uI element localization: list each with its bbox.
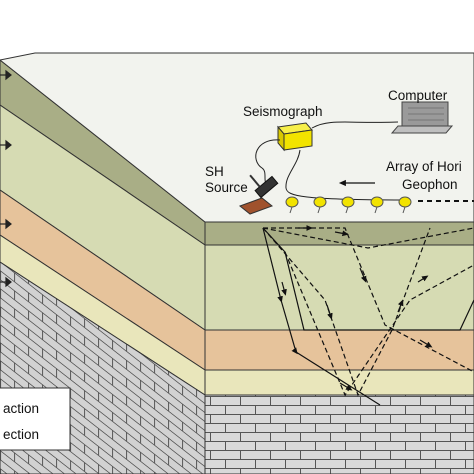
geophone-icon	[370, 196, 384, 214]
ray-paths	[262, 225, 474, 406]
legend-reflection-label: ection	[3, 427, 39, 442]
legend-refraction-label: action	[3, 401, 39, 416]
cable-computer	[311, 121, 399, 129]
layer-beige-front	[204, 369, 474, 396]
reflection-marker	[334, 230, 349, 237]
cable-source	[255, 139, 281, 187]
arrow-right-icon	[0, 276, 12, 288]
geophone-array	[285, 196, 412, 214]
refraction-marker	[281, 281, 287, 296]
left-edge-arrows	[0, 69, 12, 288]
layer-tan-front	[204, 329, 474, 371]
array-label-2: Geophon	[402, 177, 458, 192]
reflection-marker	[397, 299, 404, 313]
sh-source-icon	[238, 174, 279, 215]
array-label-1: Array of Hori	[386, 159, 462, 174]
sh-source-label-1: SH	[205, 164, 224, 179]
arrow-right-icon	[0, 69, 12, 81]
geophone-icon	[398, 196, 412, 214]
reflection-marker	[417, 275, 429, 283]
legend-box	[0, 387, 71, 451]
layer-green-front	[204, 244, 474, 331]
reflection-marker	[326, 304, 333, 320]
geophone-icon	[313, 196, 327, 214]
computer-icon	[390, 101, 454, 134]
layer-olive-front	[204, 221, 474, 246]
arrow-right-icon	[0, 218, 12, 230]
reflection-marker	[419, 339, 433, 348]
front-face	[204, 221, 474, 474]
arrow-right-icon	[0, 139, 12, 151]
top-surface	[0, 52, 474, 223]
seismograph-icon	[277, 122, 313, 152]
reflection-ray	[262, 227, 474, 249]
seismograph-label: Seismograph	[243, 104, 323, 119]
legend: action ection	[0, 387, 71, 451]
sh-source-label-2: Source	[205, 180, 248, 195]
reflection-ray	[284, 251, 474, 397]
computer-label: Computer	[388, 88, 448, 103]
geophone-icon	[341, 196, 355, 214]
left-face	[0, 59, 206, 474]
geophone-icon	[285, 196, 299, 214]
reflection-marker	[359, 267, 367, 283]
reflection-ray	[262, 227, 431, 397]
refraction-ray	[262, 227, 474, 331]
brick-front	[204, 394, 474, 474]
refraction-marker	[339, 382, 353, 391]
